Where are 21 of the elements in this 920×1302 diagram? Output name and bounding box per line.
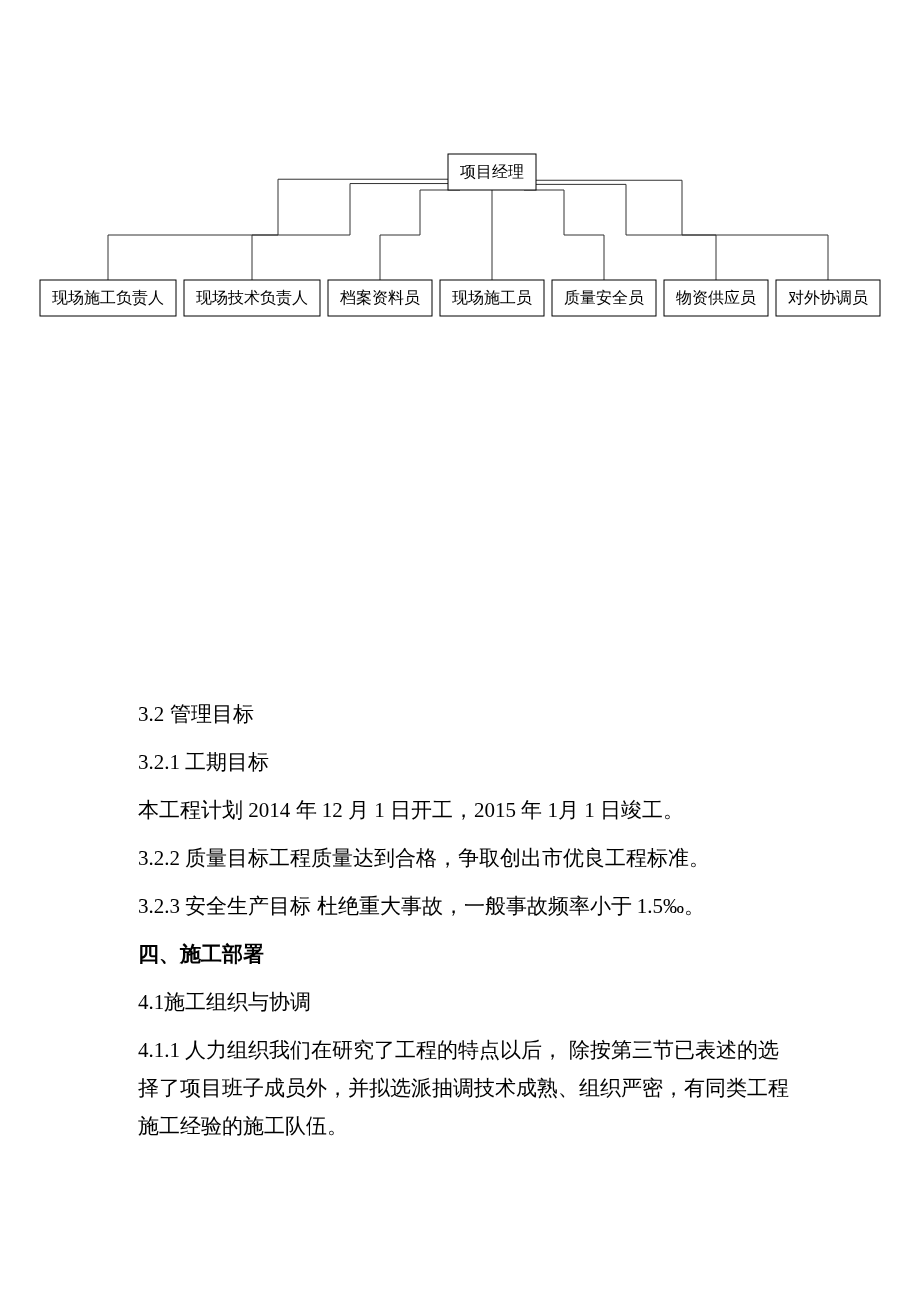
body-text: 本工程计划 2014 年 12 月 1 日开工，2015 年 1月 1 日竣工。 <box>138 797 685 824</box>
body-text: 4.1施工组织与协调 <box>138 989 313 1016</box>
node-box: 现场施工员 <box>439 279 545 317</box>
node-box: 对外协调员 <box>775 279 881 317</box>
connector <box>251 183 449 281</box>
node-box: 质量安全员 <box>551 279 657 317</box>
node-box: 现场施工负责人 <box>39 279 177 317</box>
connector <box>107 178 449 281</box>
connector <box>491 189 493 281</box>
node-box: 项目经理 <box>447 153 537 191</box>
body-text: 3.2 管理目标 <box>138 701 255 728</box>
node-box: 档案资料员 <box>327 279 433 317</box>
connector <box>535 179 829 281</box>
body-text: 3.2.3 安全生产目标 杜绝重大事故，一般事故频率小于 1.5‰。 <box>138 893 706 920</box>
body-text: 3.2.2 质量目标工程质量达到合格，争取创出市优良工程标准。 <box>138 845 712 872</box>
node-box: 物资供应员 <box>663 279 769 317</box>
body-text: 4.1.1 人力组织我们在研究了工程的特点以后， 除按第三节已表述的选择了项目班子成员外，并拟选派抽调技术成熟、组织严密，有同类工程施工经验的施工队伍。 <box>138 1037 790 1140</box>
section-heading: 四、施工部署 <box>138 941 265 968</box>
connector <box>535 183 717 281</box>
node-box: 现场技术负责人 <box>183 279 321 317</box>
body-text: 3.2.1 工期目标 <box>138 749 271 776</box>
